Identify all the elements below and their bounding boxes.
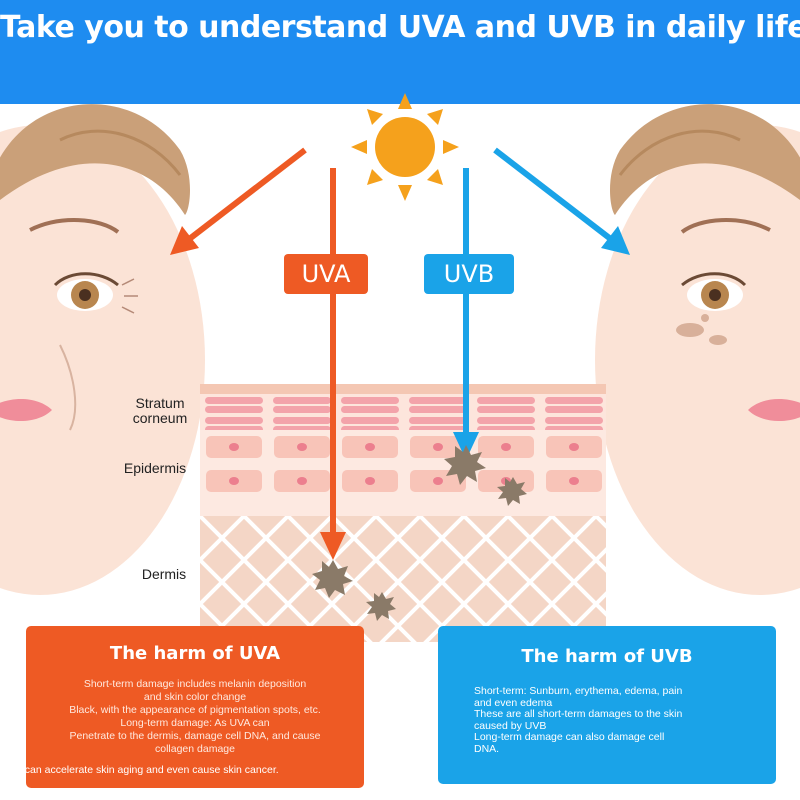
- damage-spots: [312, 445, 527, 621]
- epidermis-label: Epidermis: [123, 460, 187, 476]
- stratum-corneum-label: Stratum corneum: [132, 395, 188, 426]
- uvb-harm-title: The harm of UVB: [521, 646, 693, 667]
- right-face-illustration: [595, 104, 800, 595]
- uva-harm-conclusion: It can accelerate skin aging and even ca…: [16, 764, 279, 776]
- uvb-damage-spot-small: [497, 477, 527, 506]
- uva-arrow-to-face: [170, 147, 307, 255]
- skin-cross-section: [200, 384, 606, 642]
- title-banner: Take you to understand UVA and UVB in da…: [0, 0, 800, 104]
- uvb-damage-spot: [444, 445, 486, 485]
- page-title: Take you to understand UVA and UVB in da…: [0, 10, 800, 45]
- sun-icon: [351, 93, 459, 201]
- left-face-illustration: [0, 104, 205, 595]
- uva-harm-description: Short-term damage includes melanin depos…: [69, 678, 321, 755]
- uva-harm-title: The harm of UVA: [109, 643, 281, 664]
- uva-arrow-to-dermis: [320, 168, 346, 560]
- uvb-arrow-to-face: [493, 147, 630, 255]
- uvb-label: UVB: [424, 254, 514, 294]
- uvb-harm-box: The harm of UVB Short-term: Sunburn, ery…: [438, 626, 776, 784]
- uva-damage-spot: [312, 560, 353, 598]
- uva-label: UVA: [284, 254, 368, 294]
- dermis-label: Dermis: [141, 566, 187, 582]
- uva-damage-spot-small: [366, 592, 396, 621]
- uvb-harm-description: Short-term: Sunburn, erythema, edema, pa…: [474, 685, 683, 755]
- uva-harm-box: The harm of UVA Short-term damage includ…: [16, 626, 364, 788]
